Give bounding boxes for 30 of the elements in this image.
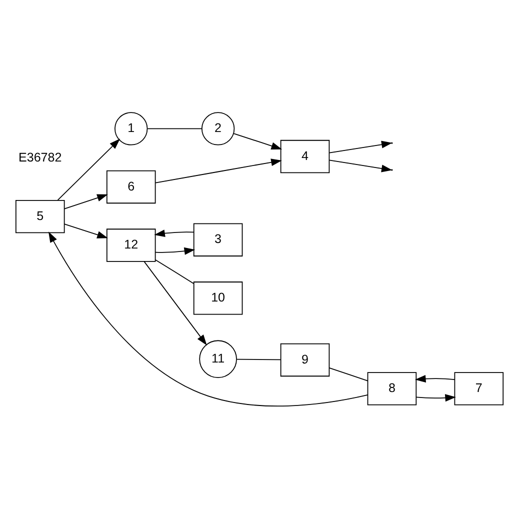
node-box: 6 — [106, 170, 156, 204]
connector — [147, 128, 202, 129]
arrow — [64, 194, 108, 209]
arrow — [57, 138, 120, 200]
node-box: 4 — [280, 139, 330, 173]
connector — [155, 258, 194, 284]
node-box: 8 — [367, 372, 417, 405]
node-box: 10 — [193, 281, 243, 314]
node-circle: 11 — [199, 340, 237, 378]
node-circle: 2 — [201, 112, 235, 145]
arrow — [155, 246, 196, 254]
arrow — [144, 260, 207, 345]
node-box: 3 — [193, 222, 243, 256]
connector — [236, 358, 282, 360]
node-box: 5 — [15, 199, 65, 233]
arrow — [64, 223, 108, 238]
arrow — [328, 140, 392, 153]
arrow — [415, 374, 456, 382]
arrow — [233, 132, 282, 150]
arrow — [416, 394, 456, 402]
arrow — [48, 231, 368, 406]
arrow — [154, 229, 194, 237]
arrow — [155, 158, 282, 183]
connector — [328, 366, 368, 381]
label: E36782 — [18, 150, 62, 164]
node-box: 12 — [106, 228, 156, 262]
node-box: 7 — [454, 372, 504, 405]
node-circle: 1 — [114, 112, 148, 145]
node-box: 9 — [280, 342, 330, 376]
arrow — [328, 159, 392, 172]
